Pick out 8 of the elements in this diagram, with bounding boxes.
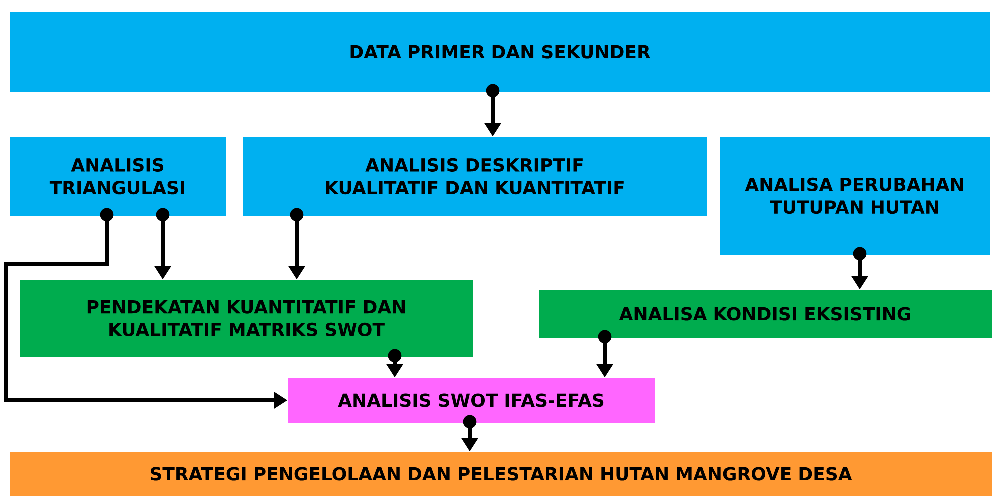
process-box: ANALISIS DESKRIPTIF KUALITATIF DAN KUANTITATIF xyxy=(243,137,707,216)
process-box: ANALISIS TRIANGULASI xyxy=(10,137,226,216)
process-box: ANALISIS SWOT IFAS-EFAS xyxy=(288,378,655,423)
process-box: ANALISA KONDISI EKSISTING xyxy=(539,290,992,338)
process-box: ANALISA PERUBAHAN TUTUPAN HUTAN xyxy=(720,137,990,255)
process-box: STRATEGI PENGELOLAAN DAN PELESTARIAN HUTAN MANGROVE DESA xyxy=(10,452,992,496)
process-box: PENDEKATAN KUANTITATIF DAN KUALITATIF MATRIKS SWOT xyxy=(20,280,473,357)
process-box: DATA PRIMER DAN SEKUNDER xyxy=(10,12,990,92)
